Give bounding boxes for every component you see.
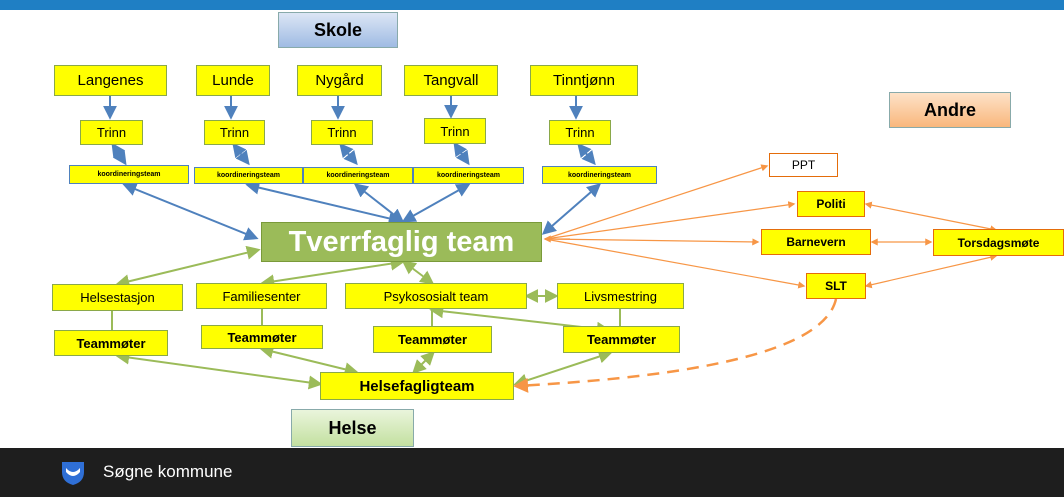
node-ppt: PPT bbox=[769, 153, 838, 177]
node-torsdagsmote: Torsdagsmøte bbox=[933, 229, 1064, 256]
arrow-koord2-central bbox=[245, 180, 403, 226]
header-skole: Skole bbox=[278, 12, 398, 48]
dashed-slt-helsefagligteam bbox=[513, 298, 838, 393]
arrow-tm2-hft bbox=[259, 344, 359, 377]
footer-org-name: Søgne kommune bbox=[103, 462, 233, 481]
arrow-tm3-hft bbox=[412, 351, 435, 374]
koord-tinntjonn: koordineringsteam bbox=[542, 166, 657, 184]
school-tangvall: Tangvall bbox=[404, 65, 498, 96]
koord-langenes: koordineringsteam bbox=[69, 165, 189, 184]
tverrfaglig-team: Tverrfaglig team bbox=[261, 222, 542, 262]
arrow-trinn-koord-3 bbox=[339, 142, 358, 166]
school-nygard: Nygård bbox=[297, 65, 382, 96]
node-helsestasjon: Helsestasjon bbox=[52, 284, 183, 311]
trinn-lunde: Trinn bbox=[204, 120, 265, 145]
koord-nygard: koordineringsteam bbox=[303, 167, 413, 184]
arrow-trinn-koord-2 bbox=[232, 142, 250, 166]
header-helse: Helse bbox=[291, 409, 414, 447]
arrow-tm4-hft bbox=[513, 349, 613, 388]
node-helsefagligteam: Helsefagligteam bbox=[320, 372, 514, 400]
node-psykososialt-team: Psykososialt team bbox=[345, 283, 527, 309]
arrow-trinn-koord-5 bbox=[577, 142, 596, 166]
arrow-koord4-central bbox=[401, 183, 471, 223]
footer-bar: Søgne kommune bbox=[0, 448, 1064, 497]
arrow-central-politi bbox=[544, 201, 796, 240]
node-barnevern: Barnevern bbox=[761, 229, 871, 255]
node-politi: Politi bbox=[797, 191, 865, 217]
arrow-koord5-central bbox=[541, 183, 602, 235]
arrow-central-familiesenter bbox=[260, 256, 405, 289]
top-accent-bar bbox=[0, 0, 1064, 10]
node-slt: SLT bbox=[806, 273, 866, 299]
trinn-nygard: Trinn bbox=[311, 120, 373, 145]
arrow-koord3-central bbox=[353, 183, 405, 223]
school-lunde: Lunde bbox=[196, 65, 270, 96]
arrow-trinn-koord-4 bbox=[453, 141, 470, 166]
trinn-tinntjonn: Trinn bbox=[549, 120, 611, 145]
teammoter-1: Teammøter bbox=[54, 330, 168, 356]
arrow-slt-torsdag bbox=[864, 253, 998, 289]
trinn-langenes: Trinn bbox=[80, 120, 143, 145]
arrow-central-helsestasjon bbox=[115, 245, 261, 289]
header-andre: Andre bbox=[889, 92, 1011, 128]
teammoter-2: Teammøter bbox=[201, 325, 323, 349]
koord-lunde: koordineringsteam bbox=[194, 167, 303, 184]
arrow-central-barnevern bbox=[544, 238, 760, 246]
arrow-trinn-koord-1 bbox=[111, 142, 127, 166]
school-langenes: Langenes bbox=[54, 65, 167, 96]
node-familiesenter: Familiesenter bbox=[196, 283, 327, 309]
node-livsmestring: Livsmestring bbox=[557, 283, 684, 309]
school-tinntjonn: Tinntjønn bbox=[530, 65, 638, 96]
arrow-central-slt bbox=[544, 238, 806, 289]
arrow-central-ppt bbox=[544, 164, 769, 240]
arrow-tm1-hft bbox=[115, 350, 323, 390]
trinn-tangvall: Trinn bbox=[424, 118, 486, 144]
arrow-central-psykososialt bbox=[401, 260, 435, 285]
shield-logo-icon bbox=[62, 462, 84, 485]
arrow-politi-torsdag bbox=[864, 201, 998, 233]
koord-tangvall: koordineringsteam bbox=[413, 167, 524, 184]
teammoter-3: Teammøter bbox=[373, 326, 492, 353]
arrow-koord1-central bbox=[122, 182, 259, 241]
teammoter-4: Teammøter bbox=[563, 326, 680, 353]
